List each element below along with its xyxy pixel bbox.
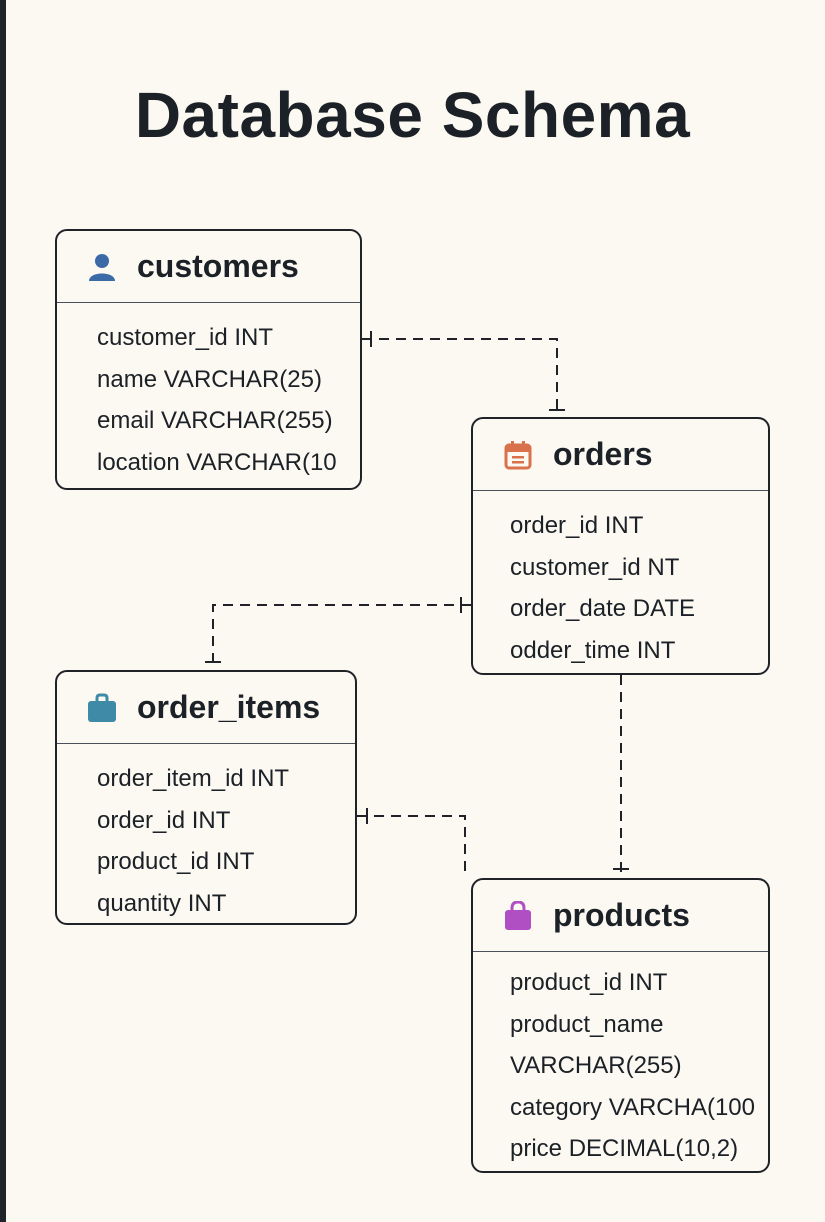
field-row: customer_id INT <box>97 324 274 351</box>
table-name: order_items <box>137 689 321 725</box>
link-orders-order-items <box>212 604 471 670</box>
field-list: order_id INT customer_id NT order_date D… <box>473 491 768 671</box>
link-order-items-products <box>357 815 466 878</box>
field-row: product_name <box>510 1010 664 1038</box>
field-row: order_item_id INT <box>97 765 290 792</box>
field-row: order_id INT <box>97 806 231 834</box>
briefcase-icon <box>88 693 116 722</box>
table-customers[interactable]: customers customer_id INT name VARCHAR(2… <box>55 229 362 490</box>
table-name: customers <box>137 248 299 284</box>
field-row: product_id INT <box>510 969 668 996</box>
table-name: products <box>553 897 690 933</box>
table-order-items[interactable]: order_items order_item_id INT order_id I… <box>55 670 357 925</box>
field-row: product_id INT <box>97 848 255 875</box>
field-row: location VARCHAR(10 <box>97 448 337 476</box>
field-list: product_id INT product_name VARCHAR(255)… <box>473 952 768 1170</box>
shopping-bag-icon <box>505 900 531 930</box>
table-header: orders <box>473 419 768 491</box>
link-customers-orders <box>362 338 558 416</box>
field-row: email VARCHAR(255) <box>97 407 333 434</box>
field-row: customer_id NT <box>510 553 680 581</box>
table-name: orders <box>553 436 653 472</box>
table-products[interactable]: products product_id INT product_name VAR… <box>471 878 770 1173</box>
field-row: name VARCHAR(25) <box>97 365 322 393</box>
field-list: customer_id INT name VARCHAR(25) email V… <box>57 303 360 483</box>
field-row: odder_time INT <box>510 636 676 664</box>
field-row: category VARCHA(100 <box>510 1093 755 1121</box>
page-title: Database Schema <box>134 79 691 151</box>
user-icon <box>89 253 115 281</box>
field-row: price DECIMAL(10,2) <box>510 1135 739 1162</box>
field-row: order_id INT <box>510 512 644 539</box>
table-header: order_items <box>57 672 355 744</box>
table-orders[interactable]: orders order_id INT customer_id NT order… <box>471 417 770 675</box>
table-header: products <box>473 880 768 952</box>
table-header: customers <box>57 231 360 303</box>
field-list: order_item_id INT order_id INT product_i… <box>57 744 355 924</box>
field-row: order_date DATE <box>510 595 695 622</box>
calendar-icon <box>504 440 532 469</box>
field-row: VARCHAR(255) <box>510 1052 682 1079</box>
field-row: quantity INT <box>97 889 227 917</box>
window-edge <box>0 0 6 1222</box>
